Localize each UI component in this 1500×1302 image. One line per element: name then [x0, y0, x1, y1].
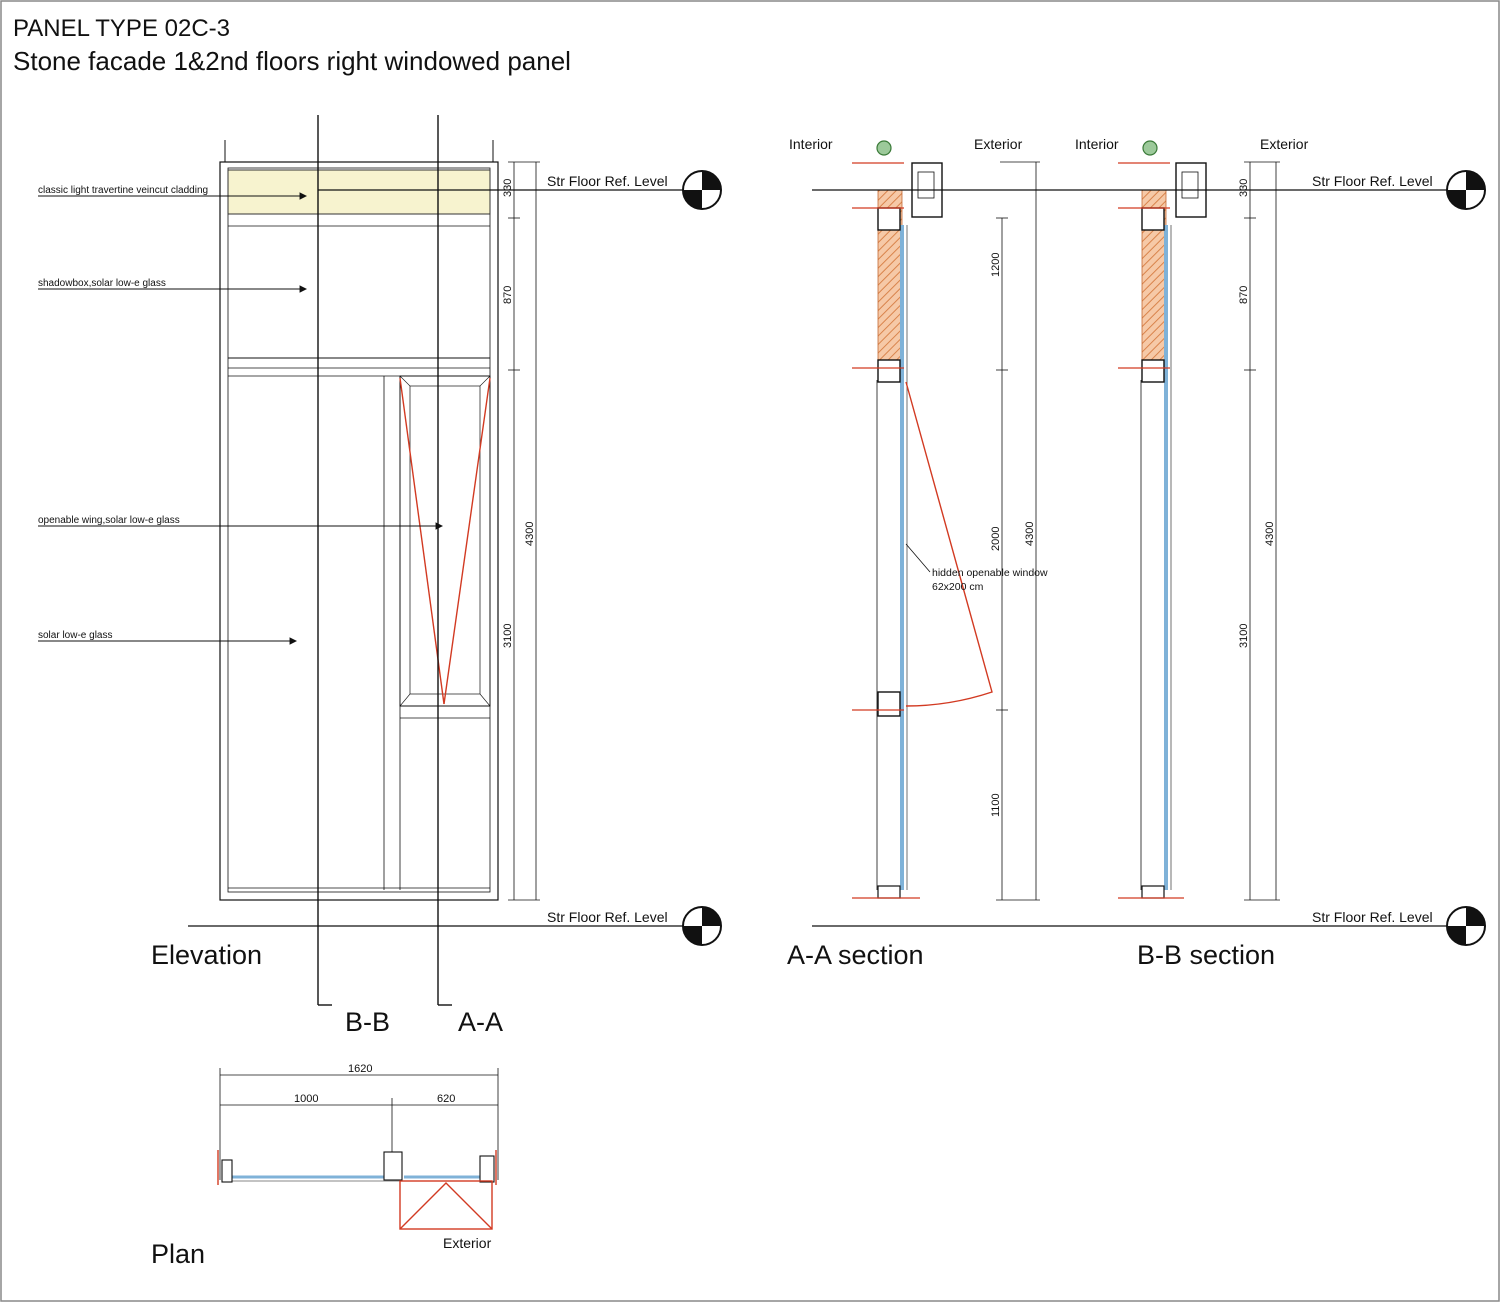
- dim-4300: 4300: [524, 522, 536, 546]
- callout-openable: openable wing,solar low-e glass: [38, 515, 180, 526]
- bb-dimensions: [1244, 161, 1280, 901]
- aa-section-profile: [852, 140, 993, 899]
- opening-indicator: [399, 377, 491, 705]
- aa-dim-4300: 4300: [1024, 522, 1036, 546]
- aa-dim-1200: 1200: [990, 253, 1002, 277]
- plan-dim-620: 620: [437, 1093, 455, 1105]
- aa-exterior-label: Exterior: [974, 136, 1023, 152]
- level-label-top: Str Floor Ref. Level: [547, 173, 668, 189]
- elevation-caption: Elevation: [151, 940, 262, 970]
- bb-dim-870: 870: [1238, 286, 1250, 304]
- openable-wing: [399, 375, 491, 707]
- level-marker-top: [682, 170, 722, 210]
- panel-type-title: PANEL TYPE 02C-3: [13, 15, 230, 42]
- level-marker-bottom: [682, 906, 722, 946]
- plan-dim-1620: 1620: [348, 1063, 372, 1075]
- plan-dim-1000: 1000: [294, 1093, 318, 1105]
- panel-description: Stone facade 1&2nd floors right windowed…: [13, 46, 571, 76]
- bb-interior-label: Interior: [1075, 136, 1119, 152]
- section-level-label-top: Str Floor Ref. Level: [1312, 173, 1433, 189]
- aa-note-line2: 62x200 cm: [932, 581, 984, 593]
- aa-caption: A-A section: [787, 940, 924, 970]
- plan-caption: Plan: [151, 1239, 205, 1269]
- callout-cladding: classic light travertine veincut claddin…: [38, 185, 208, 196]
- aa-note-line1: hidden openable window: [932, 567, 1048, 579]
- aa-interior-label: Interior: [789, 136, 833, 152]
- aa-dim-1100: 1100: [990, 793, 1002, 817]
- dim-330: 330: [502, 179, 514, 197]
- section-level-marker-top: [1446, 170, 1486, 210]
- elevation-dimensions: [508, 161, 540, 901]
- callout-glass: solar low-e glass: [38, 630, 112, 641]
- callout-shadowbox: shadowbox,solar low-e glass: [38, 278, 166, 289]
- aa-note-leader: [905, 543, 931, 573]
- plan-view: [219, 1068, 499, 1183]
- section-mark-bb: B-B: [345, 1007, 390, 1037]
- aa-dim-2000: 2000: [990, 527, 1002, 551]
- plan-swing: [217, 1150, 497, 1230]
- plan-exterior-label: Exterior: [443, 1235, 492, 1251]
- section-level-marker-bottom: [1446, 906, 1486, 946]
- section-cut-lines: [317, 115, 452, 1006]
- dim-870: 870: [502, 286, 514, 304]
- section-level-label-bottom: Str Floor Ref. Level: [1312, 909, 1433, 925]
- bb-dim-330: 330: [1238, 179, 1250, 197]
- dim-3100: 3100: [502, 624, 514, 648]
- elevation-view: [219, 140, 499, 901]
- callout-leaders: [38, 192, 444, 645]
- bb-exterior-label: Exterior: [1260, 136, 1309, 152]
- cladding-band: [227, 169, 491, 215]
- section-mark-aa: A-A: [458, 1007, 503, 1037]
- level-label-bottom: Str Floor Ref. Level: [547, 909, 668, 925]
- bb-caption: B-B section: [1137, 940, 1275, 970]
- bb-section-profile: [1118, 140, 1207, 899]
- bb-dim-3100: 3100: [1238, 624, 1250, 648]
- bb-dim-4300: 4300: [1264, 522, 1276, 546]
- aa-dimensions: [996, 161, 1040, 901]
